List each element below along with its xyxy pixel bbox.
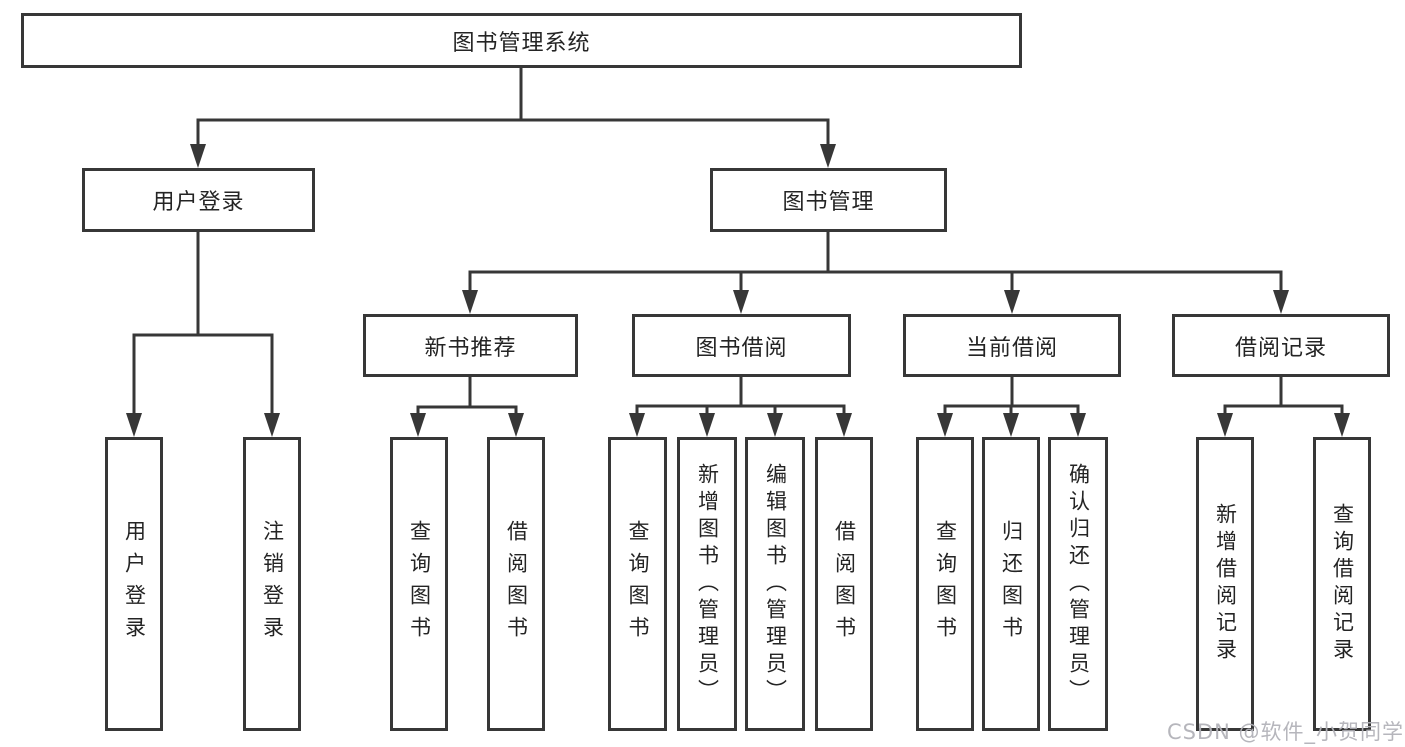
node-leaf-return-book-label: 归还图书	[999, 520, 1024, 648]
arrowheads	[126, 144, 1350, 437]
node-leaf-query-borrow-record-label: 查询借阅记录	[1330, 503, 1355, 665]
node-new-book-recommend-label: 新书推荐	[424, 335, 517, 361]
node-leaf-confirm-return-admin-label: 确认归还（管理员）	[1066, 462, 1091, 706]
node-leaf-confirm-return-admin: 确认归还（管理员）	[1048, 437, 1108, 731]
node-current-borrow-label: 当前借阅	[965, 335, 1058, 361]
connector-root	[196, 66, 830, 148]
connector-book-management	[468, 230, 1283, 295]
node-leaf-user-login: 用户登录	[105, 437, 163, 731]
connector-new-book-recommend	[416, 375, 518, 417]
node-leaf-query-books-borrow-label: 查询图书	[626, 520, 651, 648]
connector-borrow-records	[1223, 375, 1344, 417]
node-book-borrow-label: 图书借阅	[695, 335, 788, 361]
node-leaf-user-login-label: 用户登录	[122, 520, 147, 648]
node-leaf-logout: 注销登录	[243, 437, 301, 731]
node-leaf-edit-book-admin: 编辑图书（管理员）	[745, 437, 805, 731]
node-root: 图书管理系统	[21, 13, 1022, 68]
connector-user-login	[132, 230, 274, 417]
node-leaf-add-borrow-record: 新增借阅记录	[1196, 437, 1254, 731]
node-leaf-add-book-admin: 新增图书（管理员）	[677, 437, 737, 731]
node-leaf-add-borrow-record-label: 新增借阅记录	[1213, 503, 1238, 665]
node-leaf-query-books-recommend: 查询图书	[390, 437, 448, 731]
node-borrow-records-label: 借阅记录	[1234, 335, 1327, 361]
node-leaf-query-books-current-label: 查询图书	[933, 520, 958, 648]
node-book-borrow: 图书借阅	[632, 314, 851, 377]
csdn-watermark: CSDN @软件_小贺同学	[1167, 720, 1405, 744]
node-leaf-edit-book-admin-label: 编辑图书（管理员）	[763, 462, 788, 706]
node-leaf-borrow-books: 借阅图书	[815, 437, 873, 731]
node-leaf-borrow-books-label: 借阅图书	[832, 520, 857, 648]
node-leaf-borrow-books-recommend-label: 借阅图书	[504, 520, 529, 648]
node-leaf-add-book-admin-label: 新增图书（管理员）	[695, 462, 720, 706]
node-user-login-label: 用户登录	[152, 190, 245, 215]
node-leaf-query-books-borrow: 查询图书	[608, 437, 667, 731]
node-leaf-query-books-recommend-label: 查询图书	[407, 520, 432, 648]
node-root-label: 图书管理系统	[452, 30, 591, 56]
node-book-management: 图书管理	[710, 168, 947, 232]
connector-current-borrow	[943, 375, 1080, 417]
node-new-book-recommend: 新书推荐	[363, 314, 578, 377]
node-leaf-borrow-books-recommend: 借阅图书	[487, 437, 545, 731]
node-book-management-label: 图书管理	[782, 190, 875, 215]
node-current-borrow: 当前借阅	[903, 314, 1121, 377]
node-leaf-return-book: 归还图书	[982, 437, 1040, 731]
node-borrow-records: 借阅记录	[1172, 314, 1390, 377]
node-leaf-query-books-current: 查询图书	[916, 437, 974, 731]
connector-book-borrow	[635, 375, 846, 417]
node-leaf-logout-label: 注销登录	[260, 520, 285, 648]
node-user-login: 用户登录	[82, 168, 315, 232]
node-leaf-query-borrow-record: 查询借阅记录	[1313, 437, 1371, 731]
